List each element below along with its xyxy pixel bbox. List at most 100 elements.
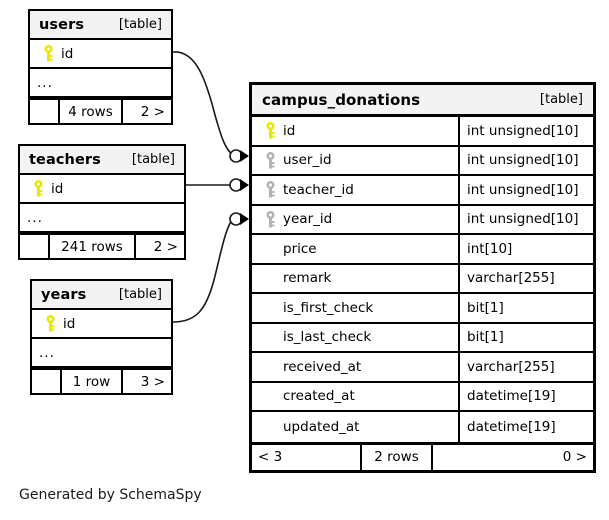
ellipsis-label: ... — [37, 74, 53, 91]
column-cell-remark: remark — [252, 264, 460, 292]
cardinality-circle-years — [229, 212, 243, 226]
footer-left-years[interactable] — [32, 370, 62, 393]
table-row[interactable]: id — [32, 310, 171, 339]
column-cell-id: id — [20, 175, 63, 202]
primary-key-icon — [39, 315, 61, 332]
footer-right-teachers[interactable]: 2 > — [153, 238, 178, 255]
table-row[interactable]: is_last_check bit[1] — [252, 323, 593, 353]
table-row[interactable]: received_at varchar[255] — [252, 353, 593, 383]
table-row[interactable]: year_id int unsigned[10] — [252, 205, 593, 235]
column-name-label: is_last_check — [283, 329, 372, 346]
column-type-label: datetime[19] — [467, 418, 556, 435]
table-tag-teachers: [table] — [131, 152, 175, 167]
column-type-label: int unsigned[10] — [467, 152, 579, 169]
table-entity-users[interactable]: users [table] id ... — [28, 9, 173, 125]
column-name-label: id — [283, 122, 296, 139]
footer-left-users[interactable] — [30, 100, 60, 123]
table-header-teachers: teachers [table] — [20, 146, 184, 175]
column-name-label: id — [63, 315, 76, 332]
table-name-campus-donations: campus_donations — [262, 90, 421, 109]
column-name-label: price — [283, 240, 317, 257]
column-type-label: bit[1] — [467, 329, 504, 346]
cardinality-circle-teachers — [229, 178, 243, 192]
column-cell-received_at: received_at — [252, 353, 460, 381]
column-type-label: bit[1] — [467, 299, 504, 316]
arrowhead-users — [240, 150, 249, 162]
column-cell-price: price — [252, 235, 460, 263]
footer-left-teachers[interactable] — [20, 235, 50, 258]
column-type-label: int unsigned[10] — [467, 211, 579, 228]
table-row[interactable]: teacher_id int unsigned[10] — [252, 176, 593, 206]
column-type-label: datetime[19] — [467, 388, 556, 405]
table-header-users: users [table] — [30, 11, 171, 40]
column-cell-id: id — [32, 310, 75, 337]
foreign-key-icon — [259, 151, 281, 169]
table-header-campus-donations: campus_donations [table] — [252, 85, 593, 117]
table-row[interactable]: created_at datetime[19] — [252, 382, 593, 412]
column-cell-created_at: created_at — [252, 382, 460, 410]
table-row[interactable]: id int unsigned[10] — [252, 117, 593, 147]
column-name-label: remark — [283, 270, 332, 287]
footer-right-years[interactable]: 3 > — [140, 373, 165, 390]
table-name-users: users — [39, 16, 85, 33]
column-name-label: id — [61, 45, 74, 62]
column-type-label: varchar[255] — [467, 358, 555, 375]
footer-rowcount-teachers: 241 rows — [50, 235, 136, 258]
column-name-label: updated_at — [283, 418, 360, 435]
column-type-label: varchar[255] — [467, 270, 555, 287]
table-row[interactable]: updated_at datetime[19] — [252, 412, 593, 442]
table-footer-users: 4 rows 2 > — [30, 98, 171, 123]
table-entity-teachers[interactable]: teachers [table] id ... — [18, 144, 186, 260]
column-cell-user_id: user_id — [252, 146, 460, 174]
footer-rowcount-users: 4 rows — [60, 100, 123, 123]
column-type-label: int unsigned[10] — [467, 122, 579, 139]
primary-key-icon — [259, 122, 281, 139]
primary-key-icon — [27, 180, 49, 197]
column-cell-teacher_id: teacher_id — [252, 176, 460, 204]
table-tag-years: [table] — [118, 287, 162, 302]
footer-right-users[interactable]: 2 > — [140, 103, 165, 120]
footer-parent-count[interactable]: < 3 — [252, 444, 362, 470]
column-name-label: created_at — [283, 388, 355, 405]
table-row[interactable]: id — [30, 40, 171, 69]
table-entity-years[interactable]: years [table] id ... — [30, 279, 173, 395]
column-cell-year_id: year_id — [252, 205, 460, 233]
table-row[interactable]: remark varchar[255] — [252, 264, 593, 294]
table-footer-teachers: 241 rows 2 > — [20, 233, 184, 258]
footer-child-count[interactable]: 0 > — [562, 449, 587, 465]
table-row[interactable]: user_id int unsigned[10] — [252, 146, 593, 176]
column-type-label: int[10] — [467, 240, 513, 257]
relationship-line-users — [172, 51, 234, 156]
footer-rowcount-years: 1 row — [62, 370, 123, 393]
ellipsis-label: ... — [27, 209, 43, 226]
more-columns-indicator: ... — [30, 69, 171, 98]
column-cell-is_first_check: is_first_check — [252, 294, 460, 322]
arrowhead-teachers — [240, 179, 249, 191]
table-footer-years: 1 row 3 > — [32, 368, 171, 393]
table-row[interactable]: price int[10] — [252, 235, 593, 265]
cardinality-circle-users — [229, 149, 243, 163]
column-cell-is_last_check: is_last_check — [252, 323, 460, 351]
more-columns-indicator: ... — [20, 204, 184, 233]
table-header-years: years [table] — [32, 281, 171, 310]
table-tag-users: [table] — [118, 17, 162, 32]
table-entity-campus-donations[interactable]: campus_donations [table] id int unsigned[… — [249, 82, 596, 473]
column-name-label: is_first_check — [283, 299, 374, 316]
column-cell-id: id — [30, 40, 73, 67]
generator-credit: Generated by SchemaSpy — [19, 487, 202, 503]
foreign-key-icon — [259, 181, 281, 198]
column-name-label: id — [51, 180, 64, 197]
column-name-label: teacher_id — [283, 181, 354, 198]
table-name-years: years — [41, 286, 87, 303]
table-row[interactable]: id — [20, 175, 184, 204]
table-name-teachers: teachers — [29, 151, 101, 168]
column-name-label: received_at — [283, 358, 362, 375]
arrowhead-years — [240, 213, 249, 225]
table-row[interactable]: is_first_check bit[1] — [252, 294, 593, 324]
foreign-key-icon — [259, 210, 281, 228]
column-cell-updated_at: updated_at — [252, 412, 460, 442]
column-type-label: int unsigned[10] — [467, 181, 579, 198]
table-footer-campus-donations: < 3 2 rows 0 > — [252, 441, 593, 470]
ellipsis-label: ... — [39, 344, 55, 361]
